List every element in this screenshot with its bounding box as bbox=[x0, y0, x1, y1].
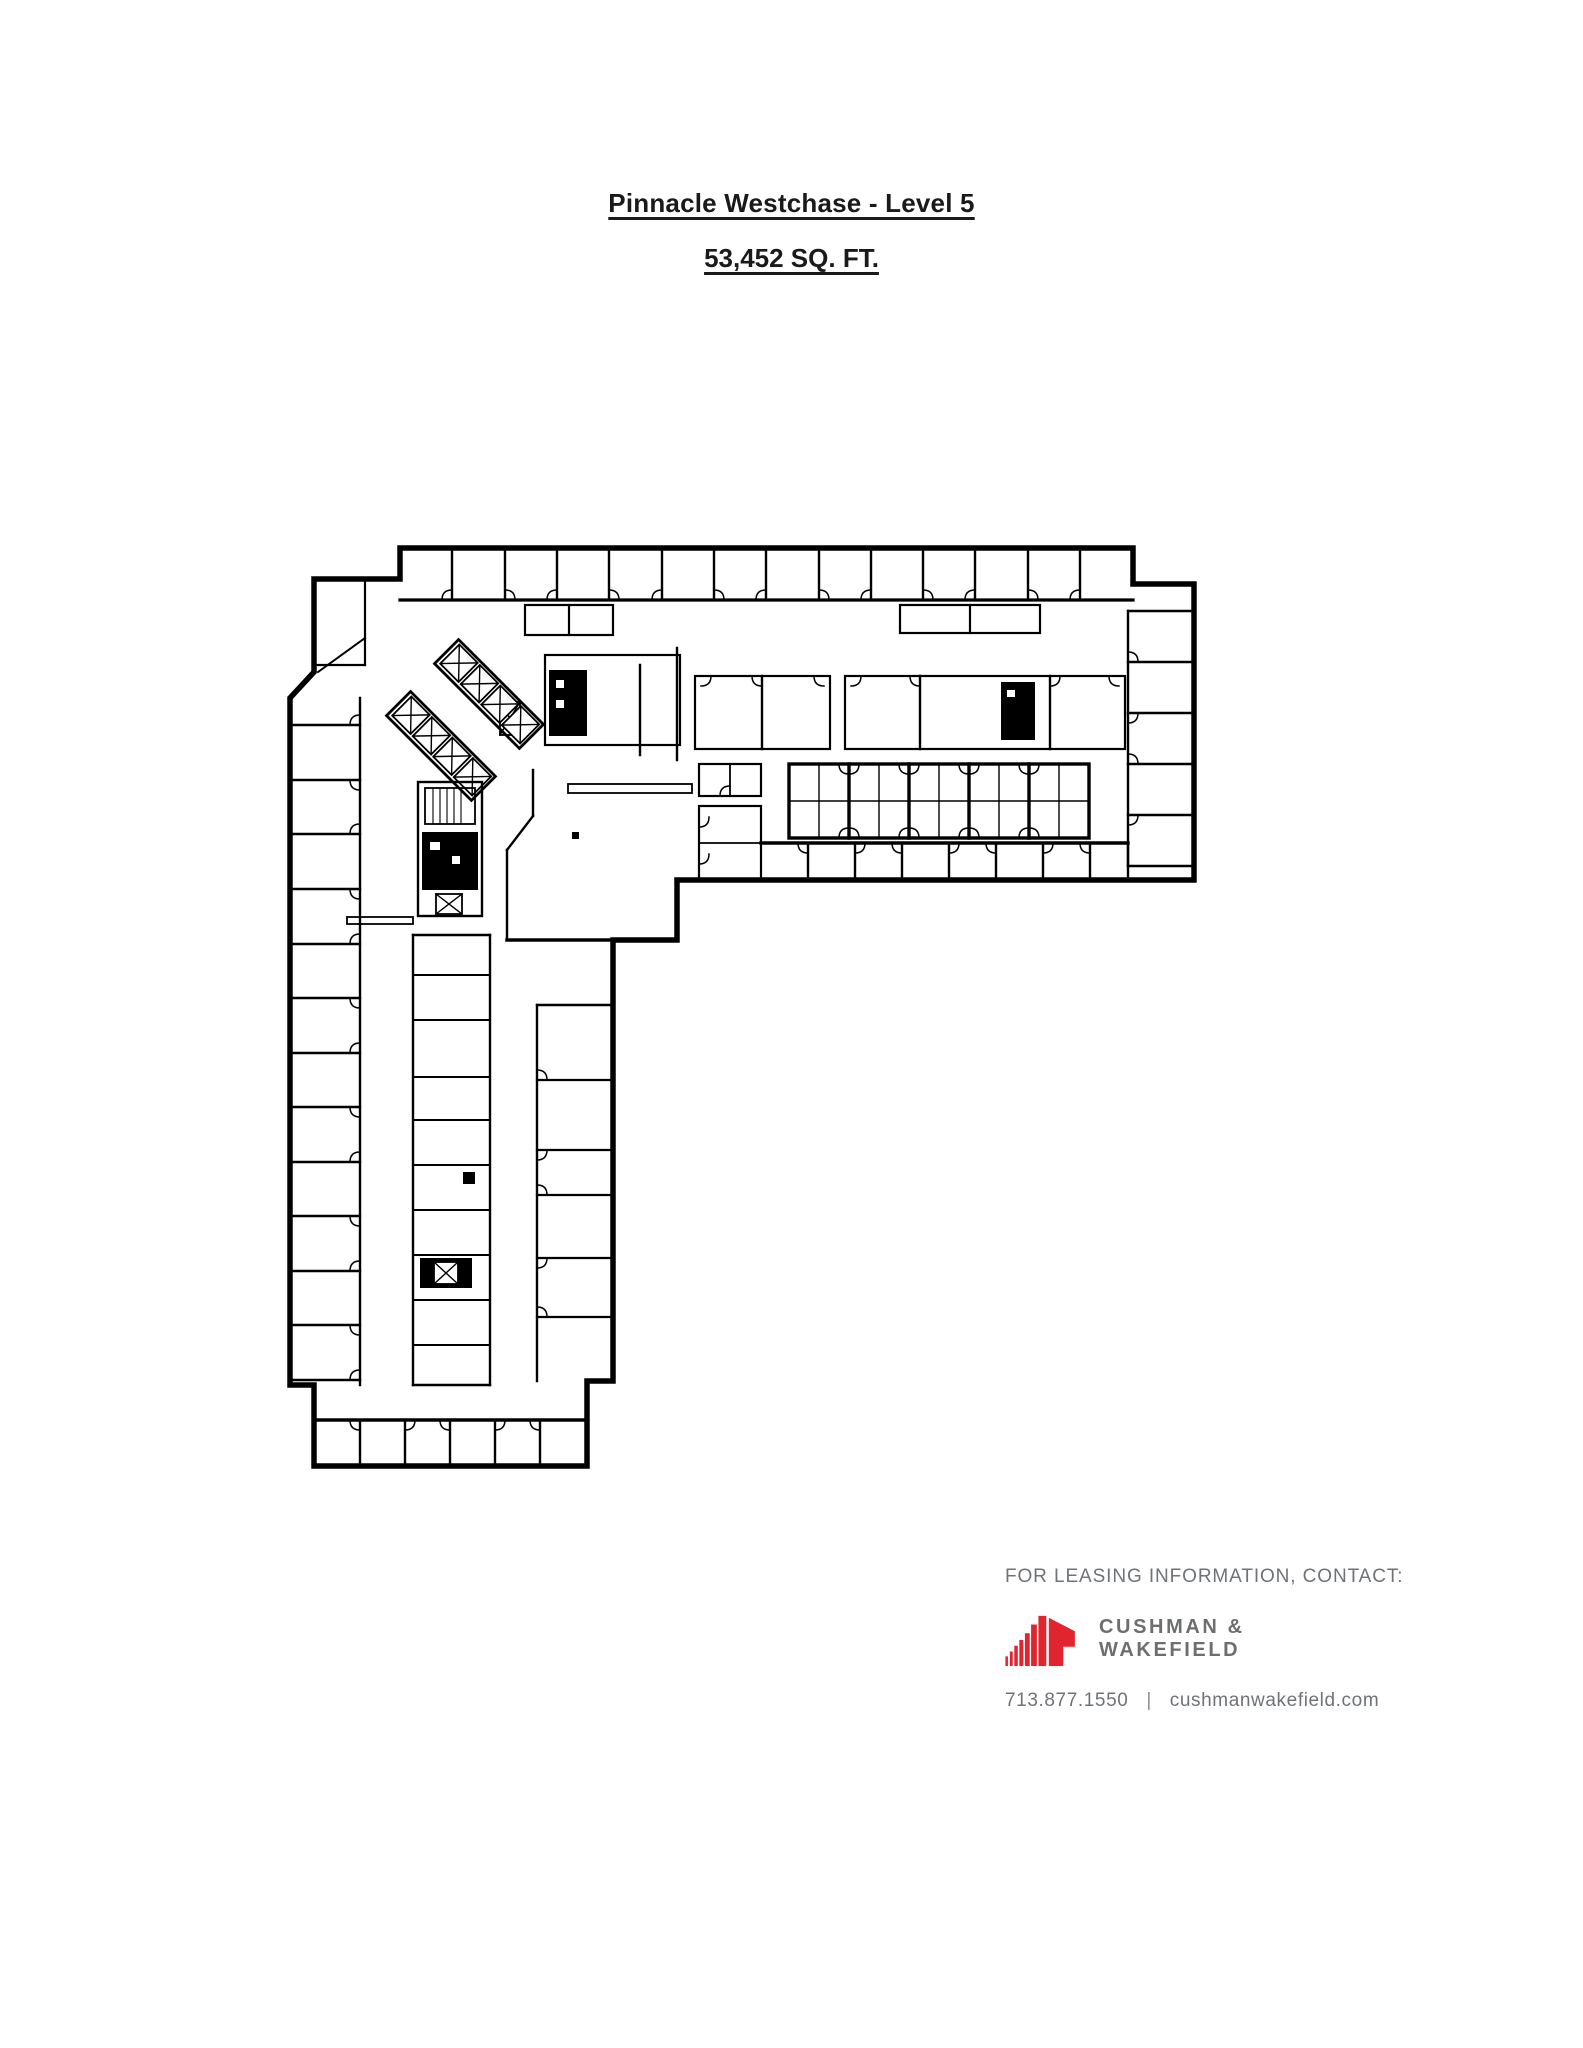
divider: | bbox=[1146, 1690, 1152, 1711]
floor-plan-svg bbox=[287, 545, 1197, 1469]
square-footage: 53,452 SQ. FT. bbox=[704, 243, 879, 273]
page-title: Pinnacle Westchase - Level 5 bbox=[608, 188, 975, 218]
contact-line: 713.877.1550 | cushmanwakefield.com bbox=[1005, 1690, 1379, 1712]
floor-plan-drawing bbox=[287, 545, 1197, 1469]
brand-name-line2: WAKEFIELD bbox=[1099, 1639, 1241, 1661]
phone-number: 713.877.1550 bbox=[1005, 1690, 1129, 1711]
brand-logo: CUSHMAN & WAKEFIELD bbox=[1005, 1610, 1245, 1668]
leasing-heading: FOR LEASING INFORMATION, CONTACT: bbox=[1005, 1566, 1404, 1587]
brand-name: CUSHMAN & WAKEFIELD bbox=[1099, 1616, 1245, 1662]
website: cushmanwakefield.com bbox=[1169, 1690, 1380, 1711]
cushman-wakefield-logo-icon bbox=[1005, 1615, 1075, 1666]
floor-plan bbox=[270, 520, 1210, 1470]
brand-name-line1: CUSHMAN & bbox=[1099, 1616, 1245, 1638]
